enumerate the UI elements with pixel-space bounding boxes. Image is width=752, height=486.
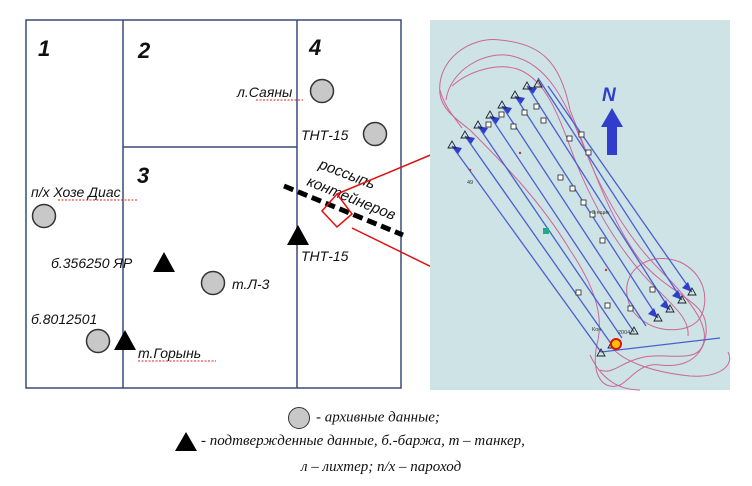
sonar-survey-map: 49 3 ящик Кон 2004 N xyxy=(430,20,731,391)
sonar-label-con: Кон xyxy=(592,327,601,333)
sonar-label-49: 49 xyxy=(467,180,473,186)
archive-marker-tanker-l3 xyxy=(200,270,226,296)
tiny-point xyxy=(518,151,522,155)
label-sayany: л.Саяны xyxy=(236,84,293,100)
north-arrow-icon: N xyxy=(601,85,623,155)
survey-direction-arrows xyxy=(452,86,692,318)
legend-confirmed-text: - подтвержденные данные, б.-баржа, т – т… xyxy=(201,432,525,449)
north-label: N xyxy=(602,85,617,106)
schematic-map: 1 2 3 4 л.Саяны ТНТ-15 п/х Хозе Диас т.Л… xyxy=(25,19,404,389)
legend-row-archive: - архивные данные; xyxy=(288,407,440,429)
reference-marker xyxy=(543,228,549,234)
sonar-label-year: 2004 xyxy=(618,330,630,336)
legend-archive-text: - архивные данные; xyxy=(316,409,440,426)
target-marker xyxy=(610,338,622,350)
sonar-background xyxy=(430,20,730,390)
label-tnt15-archive: ТНТ-15 xyxy=(301,127,349,143)
container-scatter-line xyxy=(283,183,404,238)
tiny-point xyxy=(604,268,608,272)
survey-lines xyxy=(451,77,721,353)
quadrant-label-2: 2 xyxy=(137,38,151,63)
label-tnt15-confirmed: ТНТ-15 xyxy=(301,248,349,264)
label-barge-356250: б.356250 ЯР xyxy=(51,255,133,271)
legend-abbrev-text: л – лихтер; п/х – пароход xyxy=(301,459,462,475)
confirmed-symbol-icon xyxy=(175,432,197,451)
quadrant-label-3: 3 xyxy=(137,163,149,188)
archive-symbol-icon xyxy=(288,407,310,429)
label-tanker-goryn: т.Горынь xyxy=(138,345,201,361)
archive-marker-tnt15 xyxy=(362,121,388,147)
vessel-track xyxy=(439,39,731,391)
archive-marker-hoze-dias xyxy=(31,203,57,229)
quadrant-label-1: 1 xyxy=(38,36,50,61)
sonar-label-box: 3 ящик xyxy=(592,210,610,216)
archive-marker-sayany xyxy=(309,78,335,104)
label-hoze-dias: п/х Хозе Диас xyxy=(31,184,121,200)
legend-row-confirmed: - подтвержденные данные, б.-баржа, т – т… xyxy=(175,432,525,451)
quadrant-label-4: 4 xyxy=(308,35,321,60)
confirmed-marker-tnt15 xyxy=(287,225,309,245)
label-tanker-l3: т.Л-3 xyxy=(232,276,270,292)
confirmed-marker-barge-356250 xyxy=(153,252,175,272)
legend-row-abbrev: л – лихтер; п/х – пароход xyxy=(301,459,461,476)
confirmed-marker-tanker-goryn xyxy=(114,330,136,350)
archive-marker-barge-8012501 xyxy=(85,328,111,354)
map-border xyxy=(25,19,402,389)
contact-squares xyxy=(485,103,656,312)
callout-region xyxy=(320,192,354,229)
label-barge-8012501: б.8012501 xyxy=(31,311,97,327)
tiny-point xyxy=(468,168,472,172)
